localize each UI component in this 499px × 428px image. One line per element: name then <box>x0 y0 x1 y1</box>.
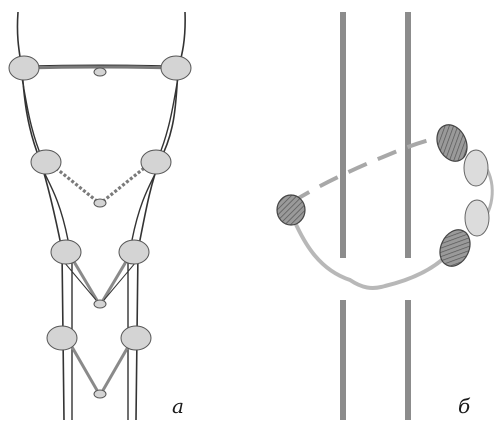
panel-b-bead-dark-left <box>277 195 305 225</box>
panel-a-bead <box>47 326 77 350</box>
panel-a-bead <box>121 326 151 350</box>
panel-label-b: б <box>458 396 470 416</box>
panel-a-row1-lower-left <box>22 78 42 158</box>
panel-a-bead-small <box>94 390 106 398</box>
panel-a-bead-small <box>94 68 106 76</box>
panel-a-bead-small <box>94 199 106 207</box>
panel-b-bead-light <box>465 200 489 236</box>
panel-a-drawing <box>9 12 191 420</box>
panel-b-bead-light <box>464 150 488 186</box>
panel-a-row2-v-left <box>52 165 98 202</box>
panel-a-bead-small <box>94 300 106 308</box>
panel-a-row2-v-right <box>102 165 148 202</box>
panel-a-row1-lower-right <box>158 78 178 158</box>
panel-a-bead <box>51 240 81 264</box>
panel-a-row3-cross-l <box>64 262 96 300</box>
panel-b-rod-left-top <box>340 12 346 258</box>
panel-a-bead <box>161 56 191 80</box>
panel-b-rod-left-bottom <box>340 300 346 420</box>
panel-a-bead <box>119 240 149 264</box>
panel-b-drawing <box>277 12 492 420</box>
panel-label-a: а <box>172 396 184 416</box>
panel-b-rope-back <box>292 136 448 202</box>
panel-b-rope-front <box>294 220 452 288</box>
panel-a-bead <box>141 150 171 174</box>
panel-b-rod-right-top <box>405 12 411 258</box>
panel-a-bead <box>31 150 61 174</box>
panel-a-row3-cross-r <box>104 262 136 300</box>
panel-a-bead <box>9 56 39 80</box>
panel-b-rod-right-bottom <box>405 300 411 420</box>
